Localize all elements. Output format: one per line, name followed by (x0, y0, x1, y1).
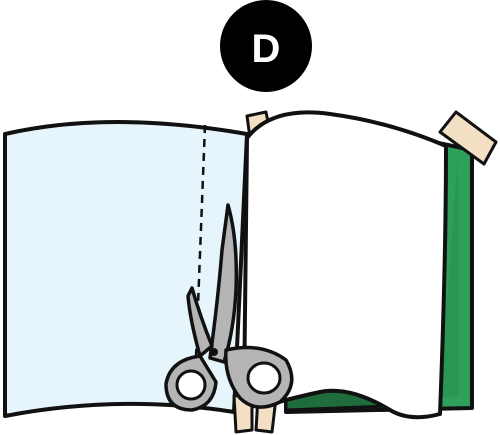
tape-piece-top-right (438, 110, 498, 166)
scissors-icon (164, 203, 294, 412)
step-badge: D (220, 0, 312, 92)
right-sheet (242, 110, 448, 420)
cut-line (192, 124, 207, 409)
step-badge-label: D (252, 27, 281, 71)
